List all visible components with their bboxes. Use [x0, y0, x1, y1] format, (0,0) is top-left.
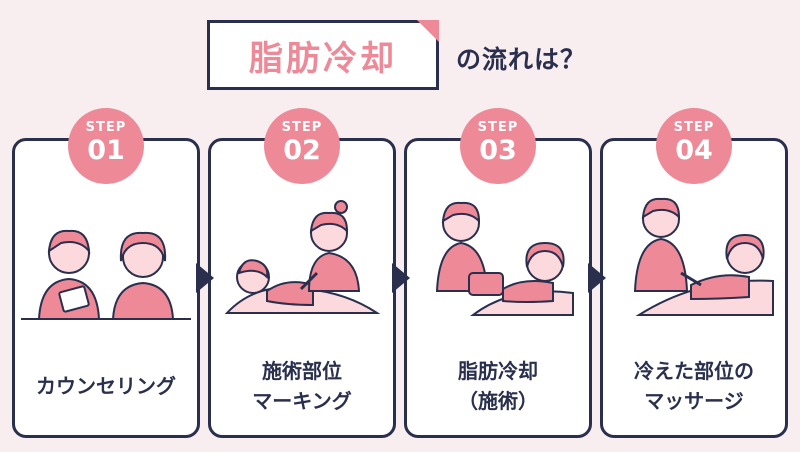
massage-illustration: [633, 197, 774, 316]
step-label-line: 施術部位: [262, 359, 342, 383]
marking-illustration: [224, 200, 381, 314]
step-label-line: カウンセリング: [36, 374, 176, 398]
step-label-3: 脂肪冷却 （施術）: [407, 341, 589, 431]
step-label-line: 冷えた部位の: [634, 359, 754, 383]
step-card-3: 脂肪冷却 （施術）: [404, 138, 592, 438]
step-badge-label: STEP: [85, 120, 127, 135]
step-badge-1: STEP 01: [68, 108, 144, 184]
step-badge-number: 02: [283, 135, 321, 166]
step-label-1: カウンセリング: [15, 341, 197, 431]
step-card-1: カウンセリング: [12, 138, 200, 438]
step-badge-4: STEP 04: [656, 108, 732, 184]
step-label-line: （施術）: [458, 389, 538, 413]
title-subtitle: の流れは？: [456, 45, 587, 74]
step-badge-label: STEP: [281, 120, 323, 135]
arrow-right-icon: [392, 263, 410, 293]
step-label-line: 脂肪冷却: [458, 359, 538, 383]
title-corner-decoration: [417, 20, 439, 42]
arrow-right-icon: [196, 263, 214, 293]
step-badge-label: STEP: [673, 120, 715, 135]
step-label-4: 冷えた部位の マッサージ: [603, 341, 785, 431]
step-badge-label: STEP: [477, 120, 519, 135]
step-badge-3: STEP 03: [460, 108, 536, 184]
title-box: 脂肪冷却: [207, 20, 439, 90]
step-badge-number: 01: [87, 135, 125, 166]
title-main: 脂肪冷却: [249, 38, 397, 79]
step-label-line: マーキング: [252, 389, 352, 413]
step-card-4: 冷えた部位の マッサージ: [600, 138, 788, 438]
step-badge-number: 03: [479, 135, 517, 166]
step-badge-2: STEP 02: [264, 108, 340, 184]
step-label-line: マッサージ: [644, 389, 744, 413]
counseling-illustration: [21, 229, 191, 320]
arrow-right-icon: [588, 263, 606, 293]
step-badge-number: 04: [675, 135, 713, 166]
cooling-illustration: [435, 201, 574, 316]
step-label-2: 施術部位 マーキング: [211, 341, 393, 431]
